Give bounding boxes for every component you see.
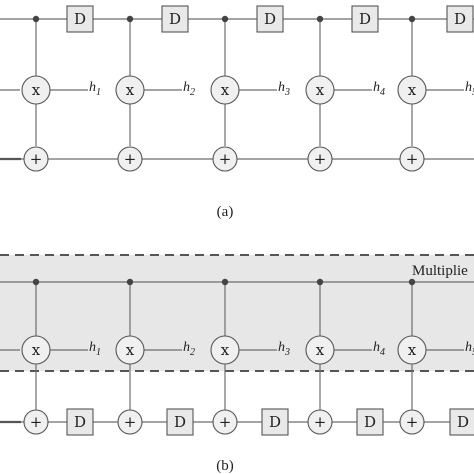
adder-a-2 — [117, 146, 143, 172]
delay-box-a-1-label: D — [74, 10, 86, 28]
adder-a-3 — [212, 146, 238, 172]
delay-box-b-5 — [449, 408, 474, 436]
adder-a-4 — [307, 146, 333, 172]
multiplier-b-1 — [21, 335, 51, 365]
multiplier-b-2-symbol: x — [126, 341, 135, 359]
delay-box-b-4-label: D — [364, 413, 376, 431]
tap-junction-b-1 — [32, 278, 40, 286]
delay-box-a-5 — [446, 5, 474, 33]
multiplier-b-4-symbol: x — [316, 341, 325, 359]
coef-label-a-5: h5 — [465, 80, 474, 98]
delay-box-b-4 — [356, 408, 384, 436]
delay-box-b-3 — [261, 408, 289, 436]
adder-a-1 — [23, 146, 49, 172]
tap-junction-a-5 — [408, 15, 416, 23]
tap-junction-b-4 — [316, 278, 324, 286]
adder-a-5-symbol: + — [406, 150, 419, 168]
adder-b-2 — [117, 409, 143, 435]
tap-junction-b-5 — [408, 278, 416, 286]
adder-a-2-symbol: + — [124, 150, 137, 168]
adder-a-5 — [399, 146, 425, 172]
delay-box-a-2 — [161, 5, 189, 33]
tap-junction-b-2 — [126, 278, 134, 286]
multiplier-b-5 — [397, 335, 427, 365]
multiplier-a-1-symbol: x — [32, 81, 41, 99]
coef-label-a-4: h4 — [373, 80, 385, 98]
multiplier-b-3-symbol: x — [221, 341, 230, 359]
adder-b-3 — [212, 409, 238, 435]
adder-b-5-symbol: + — [406, 413, 419, 431]
delay-box-a-2-label: D — [169, 10, 181, 28]
multiplier-a-5 — [397, 75, 427, 105]
multiplier-a-1 — [21, 75, 51, 105]
multiplier-b-5-symbol: x — [408, 341, 417, 359]
multiplier-b-3 — [210, 335, 240, 365]
multiplier-b-1-symbol: x — [32, 341, 41, 359]
multiplier-a-3 — [210, 75, 240, 105]
multiplier-a-3-symbol: x — [221, 81, 230, 99]
delay-box-a-1 — [66, 5, 94, 33]
delay-box-b-2 — [166, 408, 194, 436]
adder-a-1-symbol: + — [30, 150, 43, 168]
delay-box-b-2-label: D — [174, 413, 186, 431]
coef-label-a-1: h1 — [89, 80, 101, 98]
multiplier-a-4 — [305, 75, 335, 105]
adder-b-3-symbol: + — [219, 413, 232, 431]
caption-a: (a) — [217, 204, 234, 220]
adder-b-2-symbol: + — [124, 413, 137, 431]
tap-junction-a-1 — [32, 15, 40, 23]
delay-box-b-1 — [66, 408, 94, 436]
multiplier-a-2-symbol: x — [126, 81, 135, 99]
multiplier-a-2 — [115, 75, 145, 105]
adder-b-1-symbol: + — [30, 413, 43, 431]
multiplier-b-2 — [115, 335, 145, 365]
adder-b-4 — [307, 409, 333, 435]
tap-junction-b-3 — [221, 278, 229, 286]
delay-box-b-1-label: D — [74, 413, 86, 431]
multiplier-a-5-symbol: x — [408, 81, 417, 99]
multiplier-block-label: Multiplie — [412, 263, 468, 279]
tap-junction-a-2 — [126, 15, 134, 23]
coef-label-b-5: h5 — [465, 340, 474, 358]
adder-b-4-symbol: + — [314, 413, 327, 431]
coef-label-a-3: h3 — [278, 80, 290, 98]
delay-box-a-3 — [256, 5, 284, 33]
delay-box-a-4 — [351, 5, 379, 33]
adder-a-4-symbol: + — [314, 150, 327, 168]
delay-box-a-3-label: D — [264, 10, 276, 28]
adder-a-3-symbol: + — [219, 150, 232, 168]
taps-a: D D D D Dx + h1 x + h2 x + h3 x + h4 x + h5 — [21, 5, 474, 172]
delay-box-a-4-label: D — [359, 10, 371, 28]
multiplier-a-4-symbol: x — [316, 81, 325, 99]
delay-box-b-3-label: D — [269, 413, 281, 431]
delay-box-b-5-label: D — [457, 413, 469, 431]
delay-box-a-5-label: D — [454, 10, 466, 28]
multiplier-b-4 — [305, 335, 335, 365]
diagram-a: D D D D Dx + h1 x + h2 x + h3 x + h4 x + h5 (a) — [0, 5, 474, 220]
caption-b: (b) — [216, 458, 234, 474]
adder-b-1 — [23, 409, 49, 435]
coef-label-a-2: h2 — [183, 80, 195, 98]
tap-junction-a-3 — [221, 15, 229, 23]
tap-junction-a-4 — [316, 15, 324, 23]
adder-b-5 — [399, 409, 425, 435]
